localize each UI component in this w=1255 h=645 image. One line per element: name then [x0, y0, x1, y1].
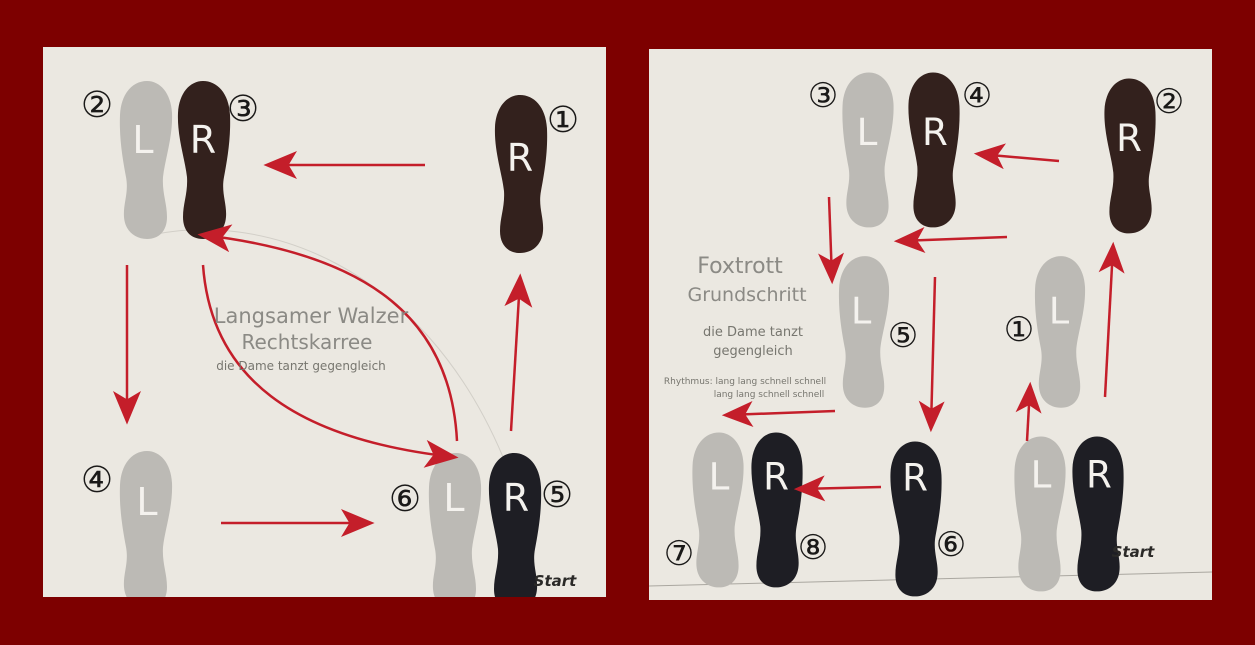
footprint-waltz-2-left: L [119, 81, 173, 239]
arrow-step-5-to-6 [918, 276, 945, 433]
footprint-letter: R [507, 136, 533, 180]
footprint-waltz-4-left: L [119, 451, 173, 597]
footprint-foxtrot-start-left: L [1014, 436, 1066, 592]
footprint-foxtrot-3-left: L [842, 72, 894, 228]
foxtrot-rhythm-line2: lang lang schnell schnell [714, 390, 825, 400]
step-number: ⑤ [541, 475, 573, 516]
footprint-waltz-6-left: L [428, 453, 482, 597]
footprint-foxtrot-1-left: L [1034, 256, 1086, 408]
step-number: ⑥ [389, 479, 421, 520]
arrow-step-2-to-4 [973, 143, 1060, 170]
waltz-note: die Dame tanzt gegengleich [216, 359, 386, 373]
footprint-letter: L [132, 118, 153, 162]
footprint-letter: R [763, 454, 789, 498]
foxtrot-title: Foxtrott [697, 254, 783, 279]
footprint-waltz-5-right: R [488, 453, 542, 597]
waltz-title: Langsamer Walzer [214, 304, 409, 328]
foxtrot-panel: L R R L L L R R [649, 49, 1212, 600]
footprint-foxtrot-7-left: L [692, 432, 744, 588]
waltz-diagram: L R R L L R ② ③ ① ④ ⑥ ⑤ [81, 81, 579, 597]
foxtrot-note-line1: die Dame tanzt [703, 325, 803, 340]
footprint-letter: L [1049, 289, 1070, 332]
footprint-letter: R [1116, 116, 1142, 160]
foxtrot-rhythm-line1: Rhythmus: lang lang schnell schnell [664, 377, 826, 387]
footprint-foxtrot-start-right: R [1072, 436, 1124, 592]
footprint-letter: L [857, 110, 878, 154]
start-label: Start [1112, 543, 1155, 561]
footprint-foxtrot-8-right: R [751, 432, 803, 588]
footprint-foxtrot-2-right: R [1104, 78, 1156, 234]
footprint-foxtrot-4-right: R [908, 72, 960, 228]
step-number: ⑥ [936, 525, 966, 565]
step-number: ⑧ [798, 528, 828, 568]
footprint-letter: R [1086, 453, 1112, 497]
step-number: ① [547, 100, 579, 141]
step-number: ① [1004, 310, 1034, 350]
foxtrot-arrows [721, 143, 1125, 502]
arrow-start-to-1 [1015, 381, 1042, 442]
footprint-foxtrot-5-left: L [838, 256, 890, 408]
footprint-waltz-3-right: R [177, 81, 231, 239]
arrow-step-2-to-5 [201, 264, 459, 468]
footprint-letter: R [922, 110, 948, 154]
foxtrot-diagram: L R R L L L R R [649, 72, 1212, 597]
foxtrot-note-line2: gegengleich [713, 344, 793, 359]
footprint-letter: L [709, 454, 730, 498]
step-number: ③ [227, 89, 259, 130]
footprint-letter: L [443, 476, 464, 520]
arrow-step-5-to-1 [504, 273, 533, 432]
step-number: ⑤ [888, 316, 918, 356]
footprint-letter: L [851, 289, 872, 332]
footprint-letter: R [190, 118, 216, 162]
step-number: ④ [962, 76, 992, 116]
arrow-step-4-to-5 [893, 227, 1008, 254]
footprint-letter: R [902, 456, 928, 500]
step-number: ③ [808, 76, 838, 116]
arrow-step-3-to-5 [818, 196, 845, 285]
footprint-letter: L [1031, 453, 1052, 497]
arrow-step-1-to-2 [1098, 241, 1125, 398]
step-number: ② [1154, 82, 1184, 122]
footprint-letter: R [503, 476, 529, 520]
footprint-waltz-1-right: R [494, 95, 548, 253]
step-number: ② [81, 85, 113, 126]
arrow-rhythm [721, 401, 836, 428]
step-number: ④ [81, 460, 113, 501]
arrow-step-6-to-8 [793, 475, 882, 502]
waltz-subtitle: Rechtskarree [242, 330, 373, 354]
foxtrot-subtitle: Grundschritt [687, 284, 806, 306]
step-number: ⑦ [664, 534, 694, 574]
start-label: Start [534, 572, 577, 590]
arrow-step-6-to-3 [197, 224, 459, 442]
waltz-arrows [113, 151, 533, 537]
footprint-foxtrot-6-right: R [890, 441, 942, 597]
waltz-panel: L R R L L R ② ③ ① ④ ⑥ ⑤ [43, 47, 606, 597]
footprint-letter: L [136, 480, 157, 524]
